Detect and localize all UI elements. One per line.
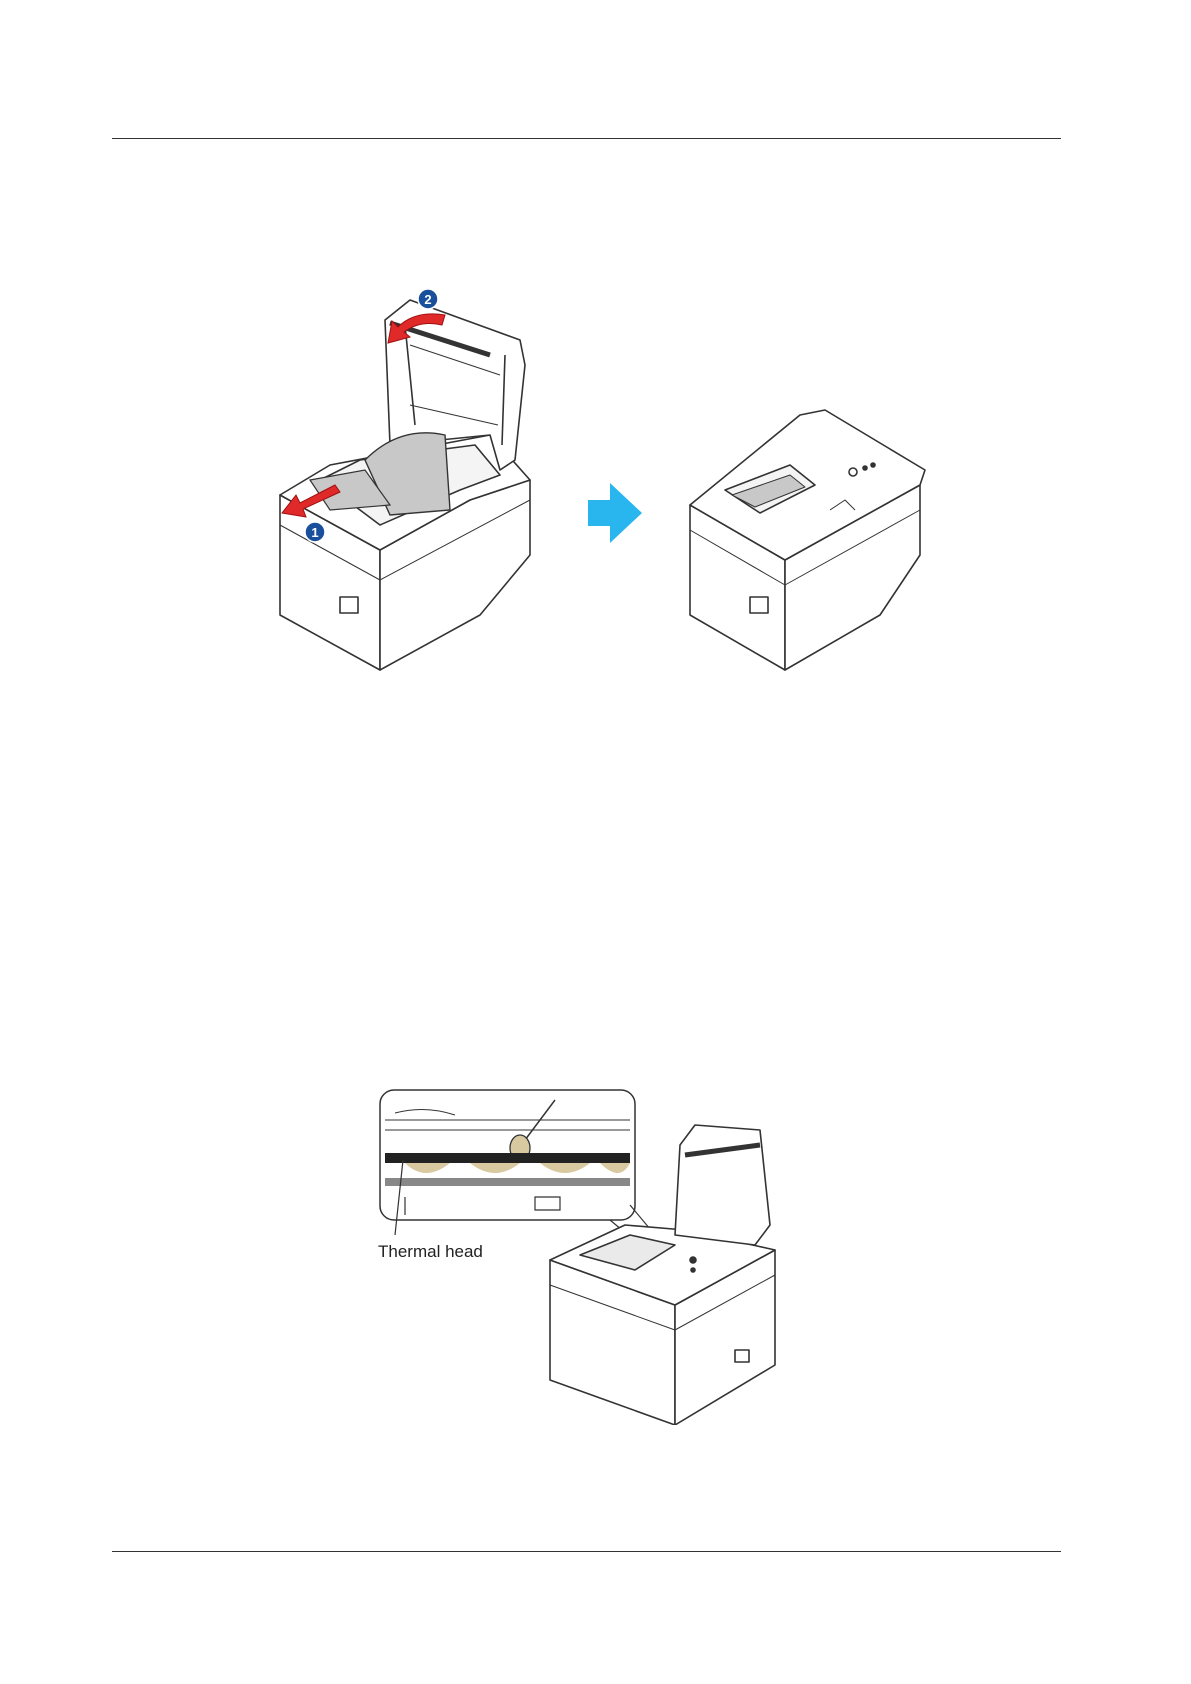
step-marker-2-label: 2 — [424, 292, 431, 307]
paper-removal-figure: 1 2 — [270, 285, 970, 685]
header-rule — [112, 138, 1061, 139]
footer-rule — [112, 1551, 1061, 1552]
step-marker-1: 1 — [305, 522, 325, 542]
step-marker-1-label: 1 — [311, 525, 318, 540]
step-marker-2: 2 — [418, 289, 438, 309]
thermal-head-label: Thermal head — [378, 1242, 483, 1262]
paper-removal-illustration: 1 2 — [270, 285, 970, 685]
next-arrow-icon — [588, 483, 642, 543]
printer-closed-illustration — [690, 410, 925, 670]
thermal-head-band — [385, 1153, 630, 1163]
